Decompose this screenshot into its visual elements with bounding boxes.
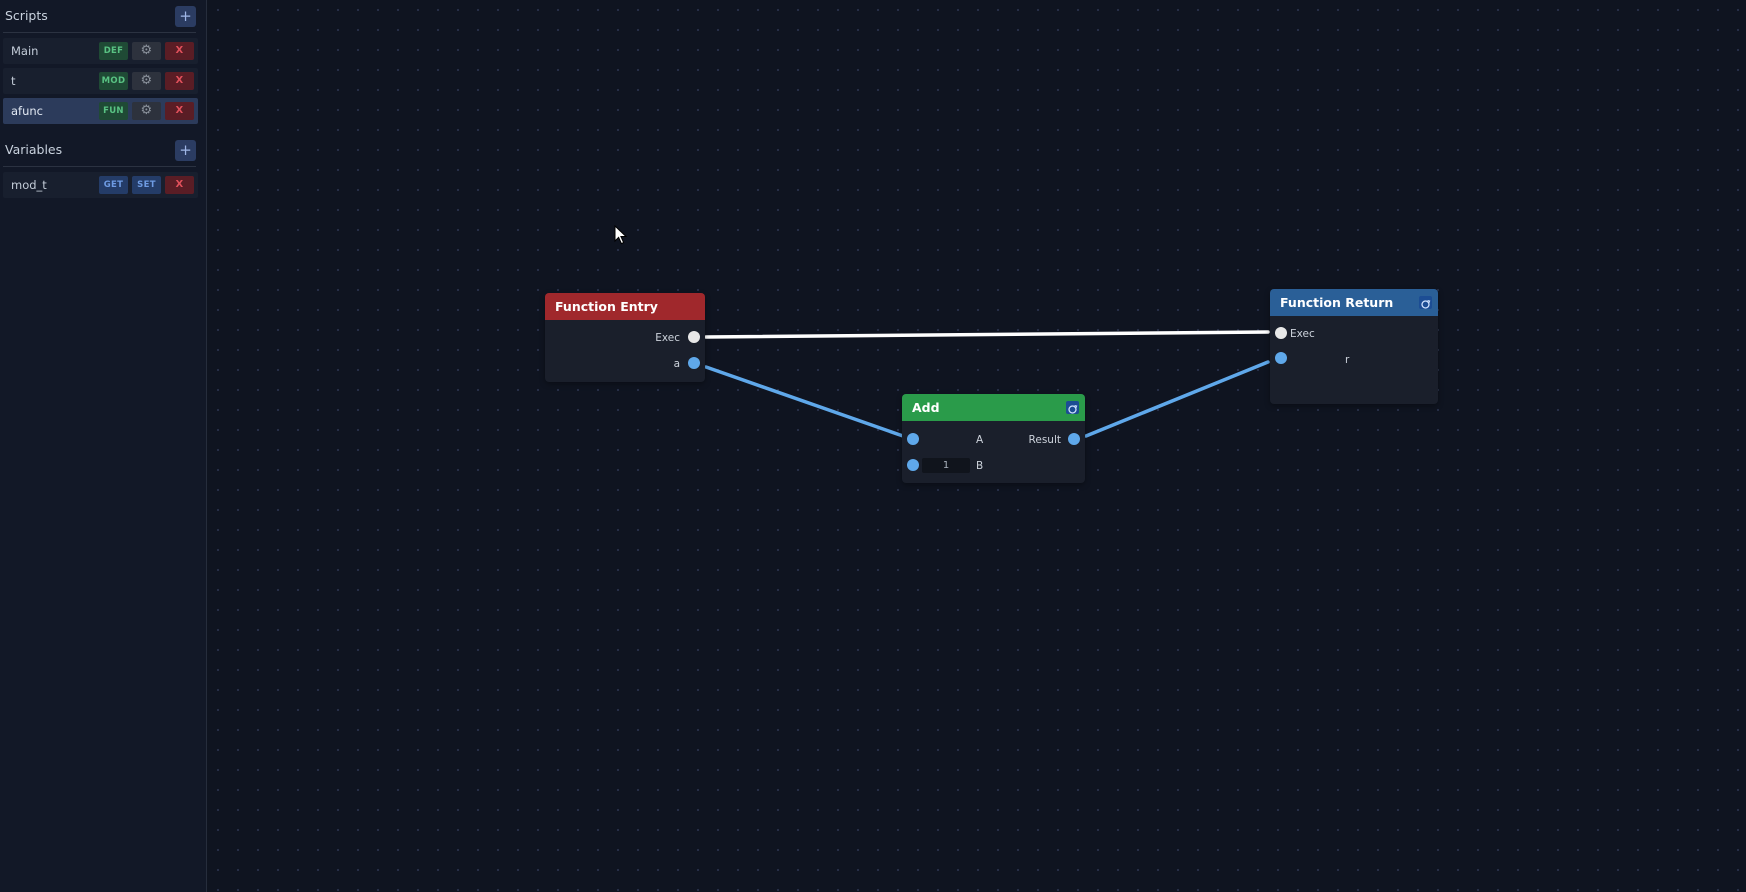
node-header[interactable]: Add (902, 394, 1085, 421)
sidebar: Scripts + Main DEF ⚙ X t MOD ⚙ X afunc F… (0, 0, 207, 892)
exec-output-pin[interactable] (688, 331, 700, 343)
delete-script-button[interactable]: X (165, 102, 194, 120)
add-variable-button[interactable]: + (175, 140, 196, 161)
pin-label-exec: Exec (655, 332, 680, 344)
get-variable-button[interactable]: GET (99, 176, 128, 194)
gear-icon[interactable]: ⚙ (132, 72, 161, 90)
set-variable-button[interactable]: SET (132, 176, 161, 194)
add-node[interactable]: Add A Result 1 B (902, 394, 1085, 483)
function-return-node[interactable]: Function Return Exec r (1270, 289, 1438, 404)
script-item-afunc[interactable]: afunc FUN ⚙ X (3, 98, 198, 124)
variable-item-mod-t[interactable]: mod_t GET SET X (3, 172, 198, 198)
function-entry-node[interactable]: Function Entry Exec a (545, 293, 705, 382)
data-input-pin-r[interactable] (1275, 352, 1287, 364)
data-output-pin-a[interactable] (688, 357, 700, 369)
scripts-section-header: Scripts + (0, 0, 207, 32)
divider (3, 32, 196, 33)
delete-script-button[interactable]: X (165, 42, 194, 60)
script-item-t[interactable]: t MOD ⚙ X (3, 68, 198, 94)
pin-label-a: A (976, 434, 984, 446)
script-label: t (11, 74, 16, 88)
data-output-pin-result[interactable] (1068, 433, 1080, 445)
script-kind-badge[interactable]: FUN (99, 102, 128, 120)
delete-variable-button[interactable]: X (165, 176, 194, 194)
node-title: Add (912, 400, 940, 415)
script-item-main[interactable]: Main DEF ⚙ X (3, 38, 198, 64)
pin-label-b: B (976, 460, 984, 472)
variable-label: mod_t (11, 178, 47, 192)
variables-title: Variables (5, 142, 63, 157)
pin-label-a: a (673, 358, 680, 370)
delete-script-button[interactable]: X (165, 72, 194, 90)
node-header[interactable]: Function Return (1270, 289, 1438, 316)
data-input-pin-a[interactable] (907, 433, 919, 445)
data-input-pin-b[interactable] (907, 459, 919, 471)
node-header[interactable]: Function Entry (545, 293, 705, 320)
script-label: Main (11, 44, 39, 58)
script-label: afunc (11, 104, 43, 118)
add-script-button[interactable]: + (175, 6, 196, 27)
script-kind-badge[interactable]: DEF (99, 42, 128, 60)
node-title: Function Return (1280, 295, 1394, 310)
mouse-cursor-icon (614, 225, 628, 245)
script-kind-badge[interactable]: MOD (99, 72, 128, 90)
refresh-icon[interactable] (1419, 296, 1432, 309)
divider (3, 166, 196, 167)
gear-icon[interactable]: ⚙ (132, 42, 161, 60)
node-title: Function Entry (555, 299, 658, 314)
gear-icon[interactable]: ⚙ (132, 102, 161, 120)
pin-label-r: r (1345, 354, 1350, 366)
pin-label-exec: Exec (1290, 328, 1315, 340)
refresh-icon[interactable] (1066, 401, 1079, 414)
pin-label-result: Result (1028, 434, 1061, 446)
b-value-input[interactable]: 1 (922, 458, 970, 473)
exec-input-pin[interactable] (1275, 327, 1287, 339)
variables-section-header: Variables + (0, 134, 207, 166)
scripts-title: Scripts (5, 8, 48, 23)
